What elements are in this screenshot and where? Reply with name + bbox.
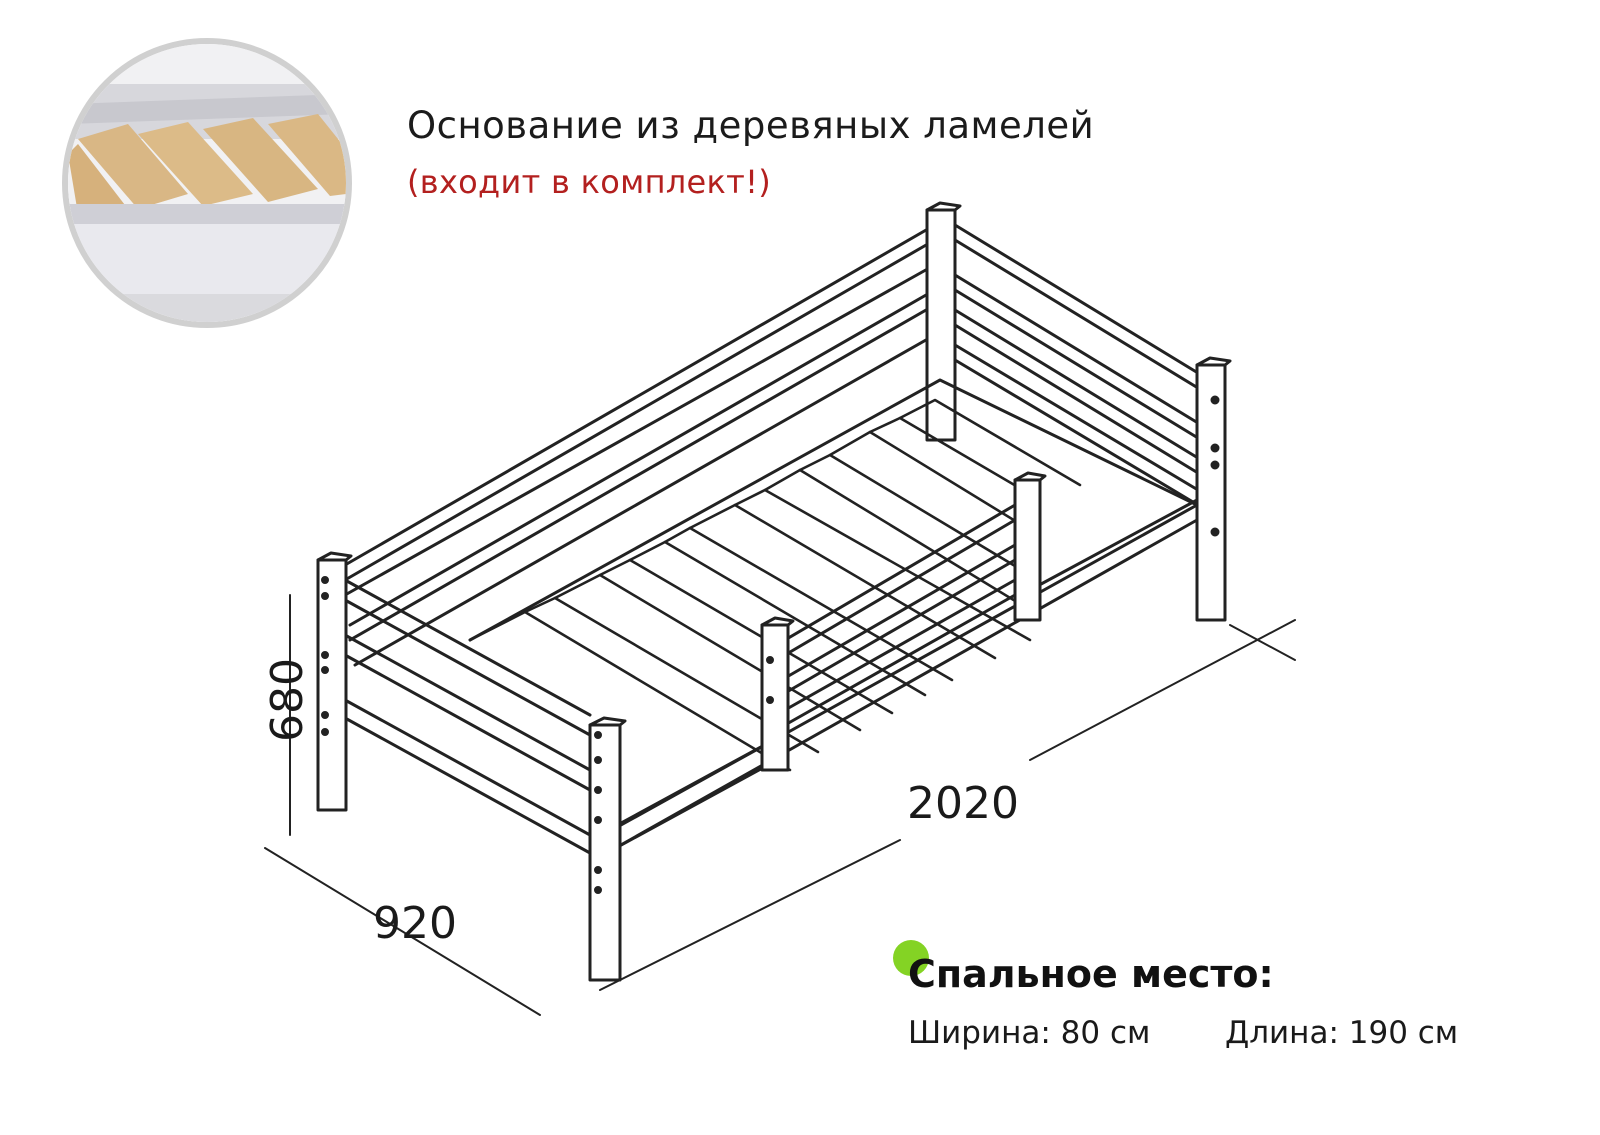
length-dimension: 2020 <box>907 778 1019 829</box>
slats-heading: Основание из деревяных ламелей <box>407 104 1095 147</box>
left-end-panel <box>343 578 592 855</box>
left-back-post <box>316 551 353 812</box>
front-left-post <box>588 716 627 982</box>
green-bullet <box>893 940 929 976</box>
dimension-lines <box>264 594 1296 1016</box>
height-dimension: 680 <box>262 658 313 742</box>
base-frame <box>468 378 1199 852</box>
safety-guard <box>760 471 1047 772</box>
back-panel <box>343 220 942 667</box>
sleeping-length: Длина: 190 см <box>1225 1015 1459 1051</box>
depth-dimension: 920 <box>373 898 457 949</box>
right-end-panel <box>953 223 1200 507</box>
right-far-post <box>1195 356 1232 622</box>
sleeping-area-title: Спальное место: <box>908 952 1274 996</box>
front-rail <box>610 740 772 852</box>
sleeping-width: Ширина: 80 см <box>908 1015 1151 1051</box>
included-note: (входит в комплект!) <box>407 163 772 201</box>
